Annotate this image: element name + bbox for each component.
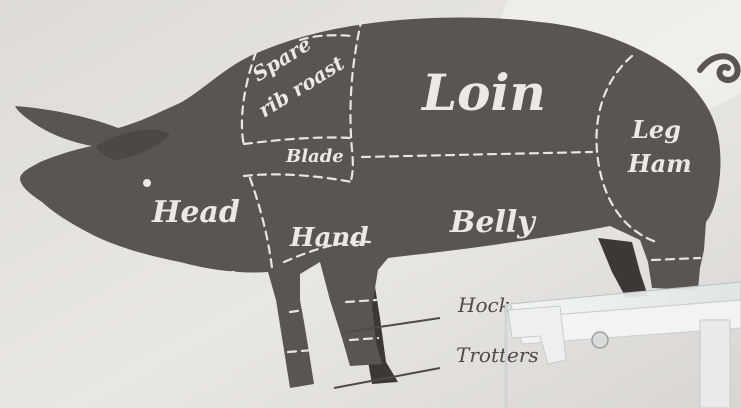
label-blade: Blade: [285, 146, 344, 167]
label-leg: Leg: [631, 115, 681, 144]
label-hock: Hock: [457, 293, 511, 317]
table-leg: [700, 320, 730, 408]
pig-eye: [143, 179, 151, 187]
label-loin: Loin: [420, 63, 546, 122]
label-ham: Ham: [627, 149, 692, 178]
label-belly: Belly: [449, 205, 537, 240]
table-bolt: [592, 332, 608, 348]
label-trotters: Trotters: [456, 343, 539, 367]
label-hand: Hand: [289, 223, 369, 253]
label-head: Head: [151, 195, 240, 230]
